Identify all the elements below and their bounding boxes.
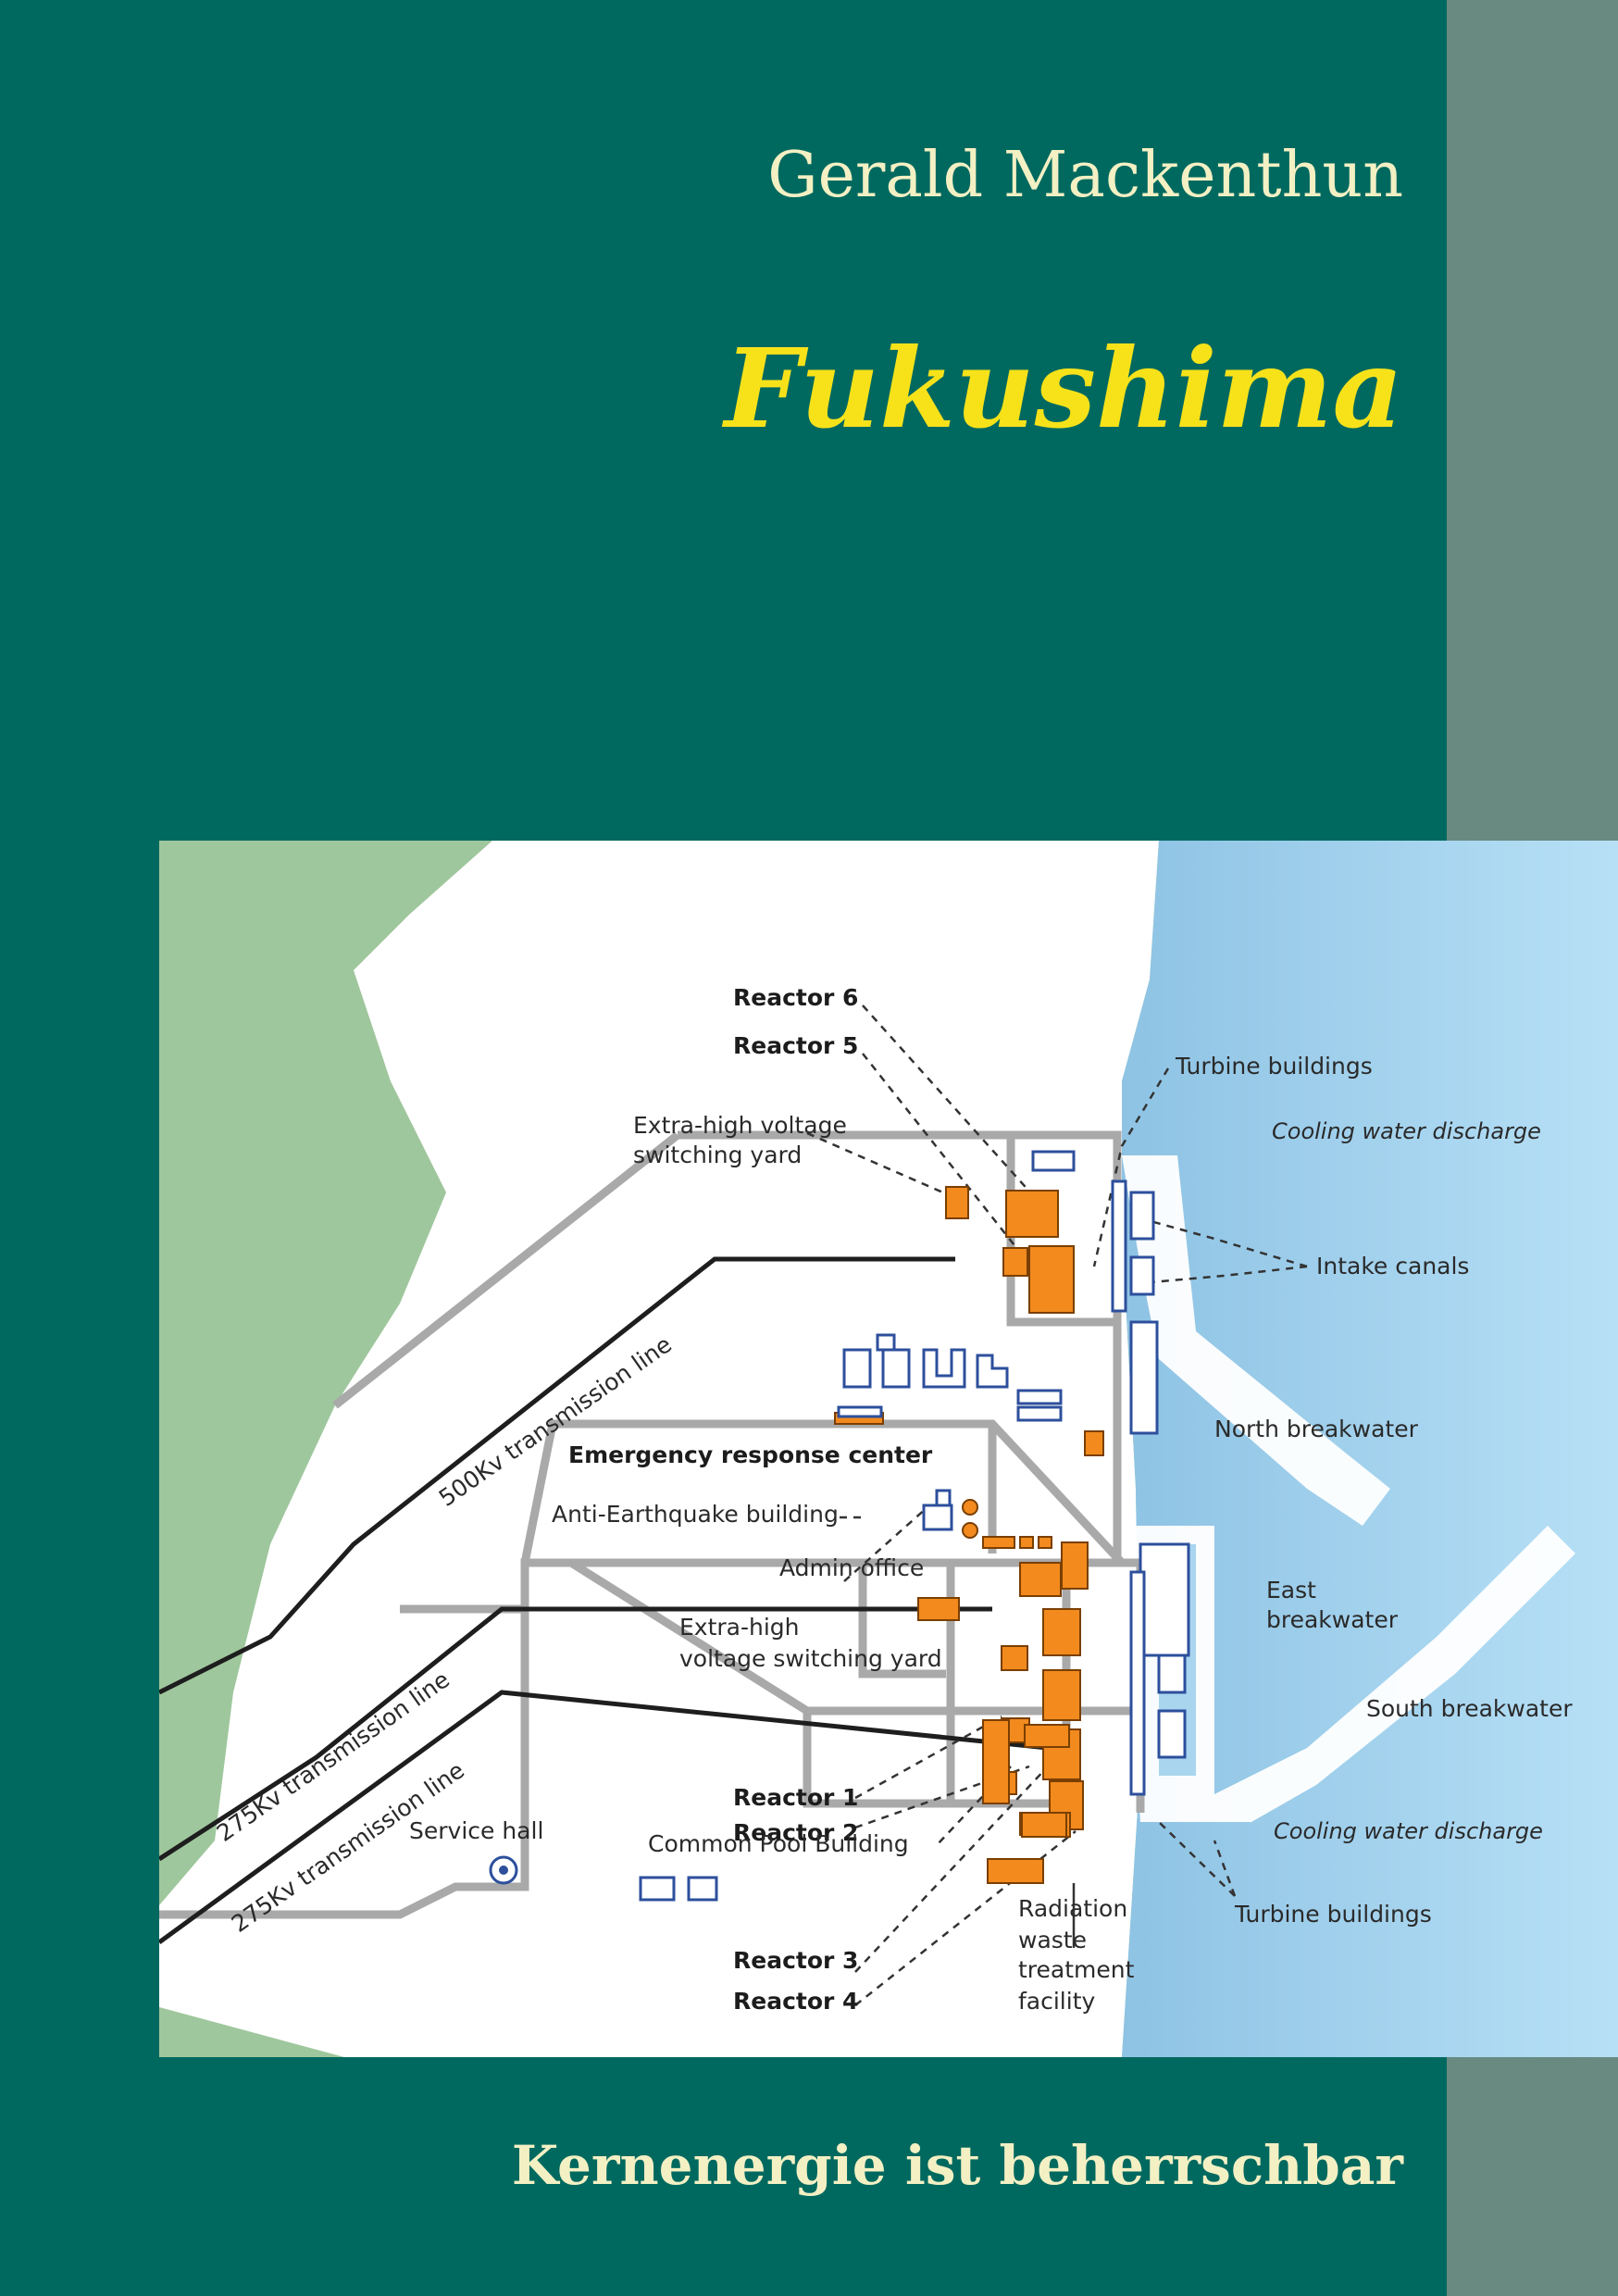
label-turbine-bottom: Turbine buildings bbox=[1234, 1901, 1432, 1928]
reactor-1-building bbox=[1042, 1608, 1081, 1656]
label-switchyard-top-2: switching yard bbox=[633, 1142, 802, 1168]
label-reactor-6: Reactor 6 bbox=[733, 984, 858, 1011]
label-admin-office: Admin office bbox=[779, 1554, 924, 1581]
reactor-2-building bbox=[1042, 1669, 1081, 1721]
label-reactor-2: Reactor 2 bbox=[733, 1819, 858, 1846]
label-emergency: Emergency response center bbox=[568, 1441, 933, 1468]
sea-area bbox=[1122, 841, 1618, 2057]
author-name: Gerald Mackenthun bbox=[767, 139, 1403, 212]
book-title: Fukushima bbox=[724, 324, 1403, 453]
label-cooling-top: Cooling water discharge bbox=[1272, 1118, 1541, 1144]
reactor-6-building bbox=[1005, 1190, 1059, 1238]
book-subtitle: Kernenergie ist beherrschbar bbox=[511, 2134, 1403, 2197]
site-map-drawing: Reactor 6 Reactor 5 Turbine buildings Co… bbox=[159, 841, 1618, 2057]
reactor-5-building bbox=[1028, 1245, 1075, 1314]
label-east-breakwater-1: East bbox=[1266, 1577, 1316, 1603]
label-reactor-3: Reactor 3 bbox=[733, 1947, 858, 1974]
label-service-hall: Service hall bbox=[409, 1817, 543, 1844]
line-500kv bbox=[159, 1256, 955, 1695]
label-east-breakwater-2: breakwater bbox=[1266, 1606, 1399, 1633]
label-turbine-top: Turbine buildings bbox=[1175, 1053, 1373, 1079]
line-275kv-b bbox=[159, 1690, 1049, 1945]
line-275kv-a bbox=[159, 1606, 992, 1862]
label-south-breakwater: South breakwater bbox=[1366, 1695, 1573, 1722]
label-intake: Intake canals bbox=[1316, 1253, 1469, 1279]
label-switchyard-mid-2: voltage switching yard bbox=[679, 1645, 942, 1672]
label-reactor-4: Reactor 4 bbox=[733, 1988, 858, 2015]
label-radwaste-2: waste bbox=[1018, 1927, 1087, 1953]
site-map: Reactor 6 Reactor 5 Turbine buildings Co… bbox=[159, 841, 1618, 2057]
label-reactor-5: Reactor 5 bbox=[733, 1032, 858, 1059]
label-switchyard-mid-1: Extra-high bbox=[679, 1614, 800, 1641]
label-radwaste-4: facility bbox=[1018, 1988, 1096, 2015]
outlined-structures bbox=[639, 1150, 1190, 1902]
transmission-lines bbox=[159, 1256, 1049, 1945]
label-anti-earthquake: Anti-Earthquake building bbox=[552, 1501, 839, 1528]
label-cooling-bottom: Cooling water discharge bbox=[1274, 1818, 1543, 1844]
label-common-pool: Common Pool Building bbox=[648, 1830, 909, 1857]
reactor-buildings bbox=[834, 1186, 1104, 1884]
label-north-breakwater: North breakwater bbox=[1214, 1416, 1419, 1442]
label-switchyard-top-1: Extra-high voltage bbox=[633, 1112, 847, 1139]
label-reactor-1: Reactor 1 bbox=[733, 1784, 858, 1811]
label-radwaste-1: Radiation bbox=[1018, 1895, 1127, 1922]
label-radwaste-3: treatment bbox=[1018, 1956, 1135, 1983]
site-area bbox=[159, 841, 1159, 2057]
